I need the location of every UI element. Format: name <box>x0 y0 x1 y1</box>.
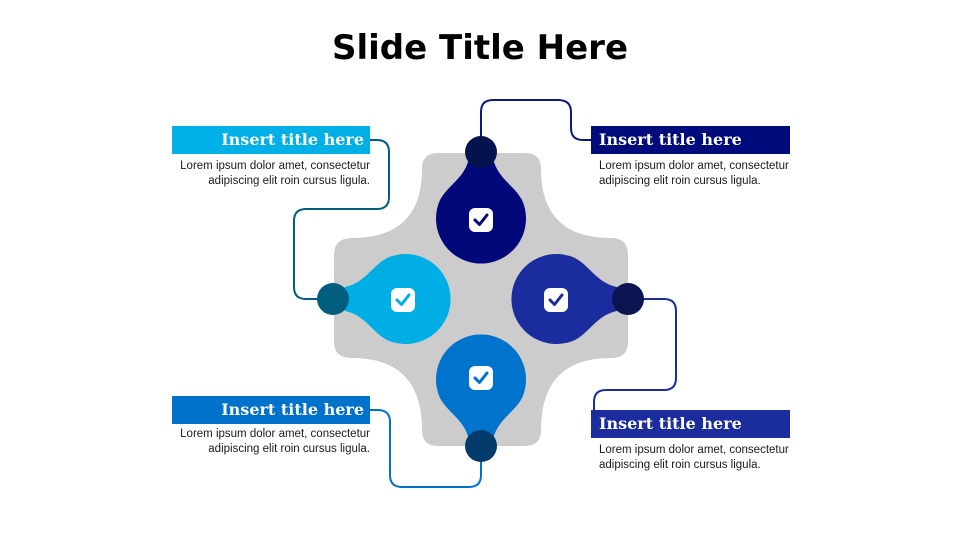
cross-background <box>334 153 628 446</box>
connector-top-right <box>480 99 592 152</box>
description-bottom-left: Lorem ipsum dolor amet, consectetur adip… <box>180 428 370 455</box>
dot-left <box>317 283 349 315</box>
connector-bottom-left <box>370 409 482 488</box>
description-bottom-right: Lorem ipsum dolor amet, consectetur adip… <box>599 444 789 471</box>
description-top-left: Lorem ipsum dolor amet, consectetur adip… <box>180 160 370 187</box>
dot-bottom <box>465 430 497 462</box>
title-bar-top-right: Insert title here <box>591 126 790 154</box>
title-bar-bottom-right: Insert title here <box>591 410 790 438</box>
description-top-right: Lorem ipsum dolor amet, consectetur adip… <box>599 160 789 187</box>
check-icon-top <box>469 208 493 232</box>
title-bar-bottom-left: Insert title here <box>172 396 370 424</box>
slide-title: Slide Title Here <box>331 28 629 68</box>
check-icon-left <box>391 288 415 312</box>
dot-top <box>465 136 497 168</box>
check-icon-bottom <box>469 366 493 390</box>
connector-bottom-right <box>593 298 677 411</box>
title-bar-top-left: Insert title here <box>172 126 370 154</box>
connector-top-left <box>293 139 390 300</box>
dot-right <box>612 283 644 315</box>
check-icon-right <box>544 288 568 312</box>
